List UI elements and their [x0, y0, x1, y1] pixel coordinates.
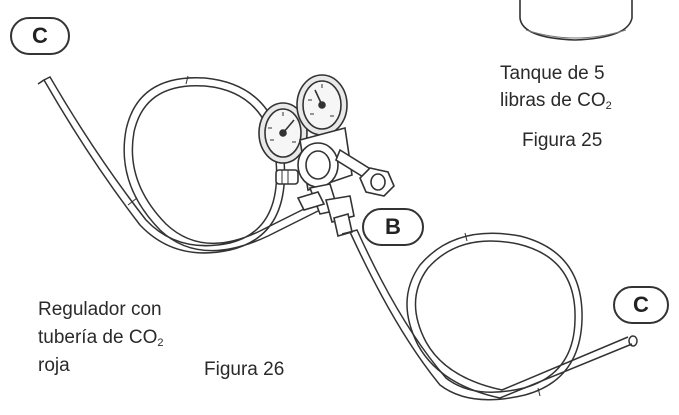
- regulator-label-line2: tubería de CO2: [38, 327, 164, 349]
- callout-b: B: [362, 208, 424, 246]
- figure-25-caption: Figura 25: [522, 130, 603, 151]
- figure-26-caption: Figura 26: [204, 359, 285, 380]
- callout-c-right: C: [613, 286, 669, 324]
- callout-c-top: C: [10, 17, 70, 55]
- right-hose-coil: [341, 229, 638, 401]
- tank-label-line1: Tanque de 5: [500, 63, 605, 84]
- pressure-gauge-right-icon: [296, 74, 348, 136]
- regulator-label-line1: Regulador con: [38, 299, 162, 320]
- left-hose-coil: [37, 75, 321, 254]
- regulator: [258, 74, 395, 238]
- tank-label-subscript: 2: [605, 100, 612, 112]
- co2-tank: [519, 0, 633, 41]
- pressure-gauge-left-icon: [258, 102, 308, 164]
- regulator-label-line3: roja: [38, 355, 70, 376]
- tank-label-line2: libras de CO2: [500, 90, 612, 112]
- regulator-label-subscript: 2: [157, 337, 164, 349]
